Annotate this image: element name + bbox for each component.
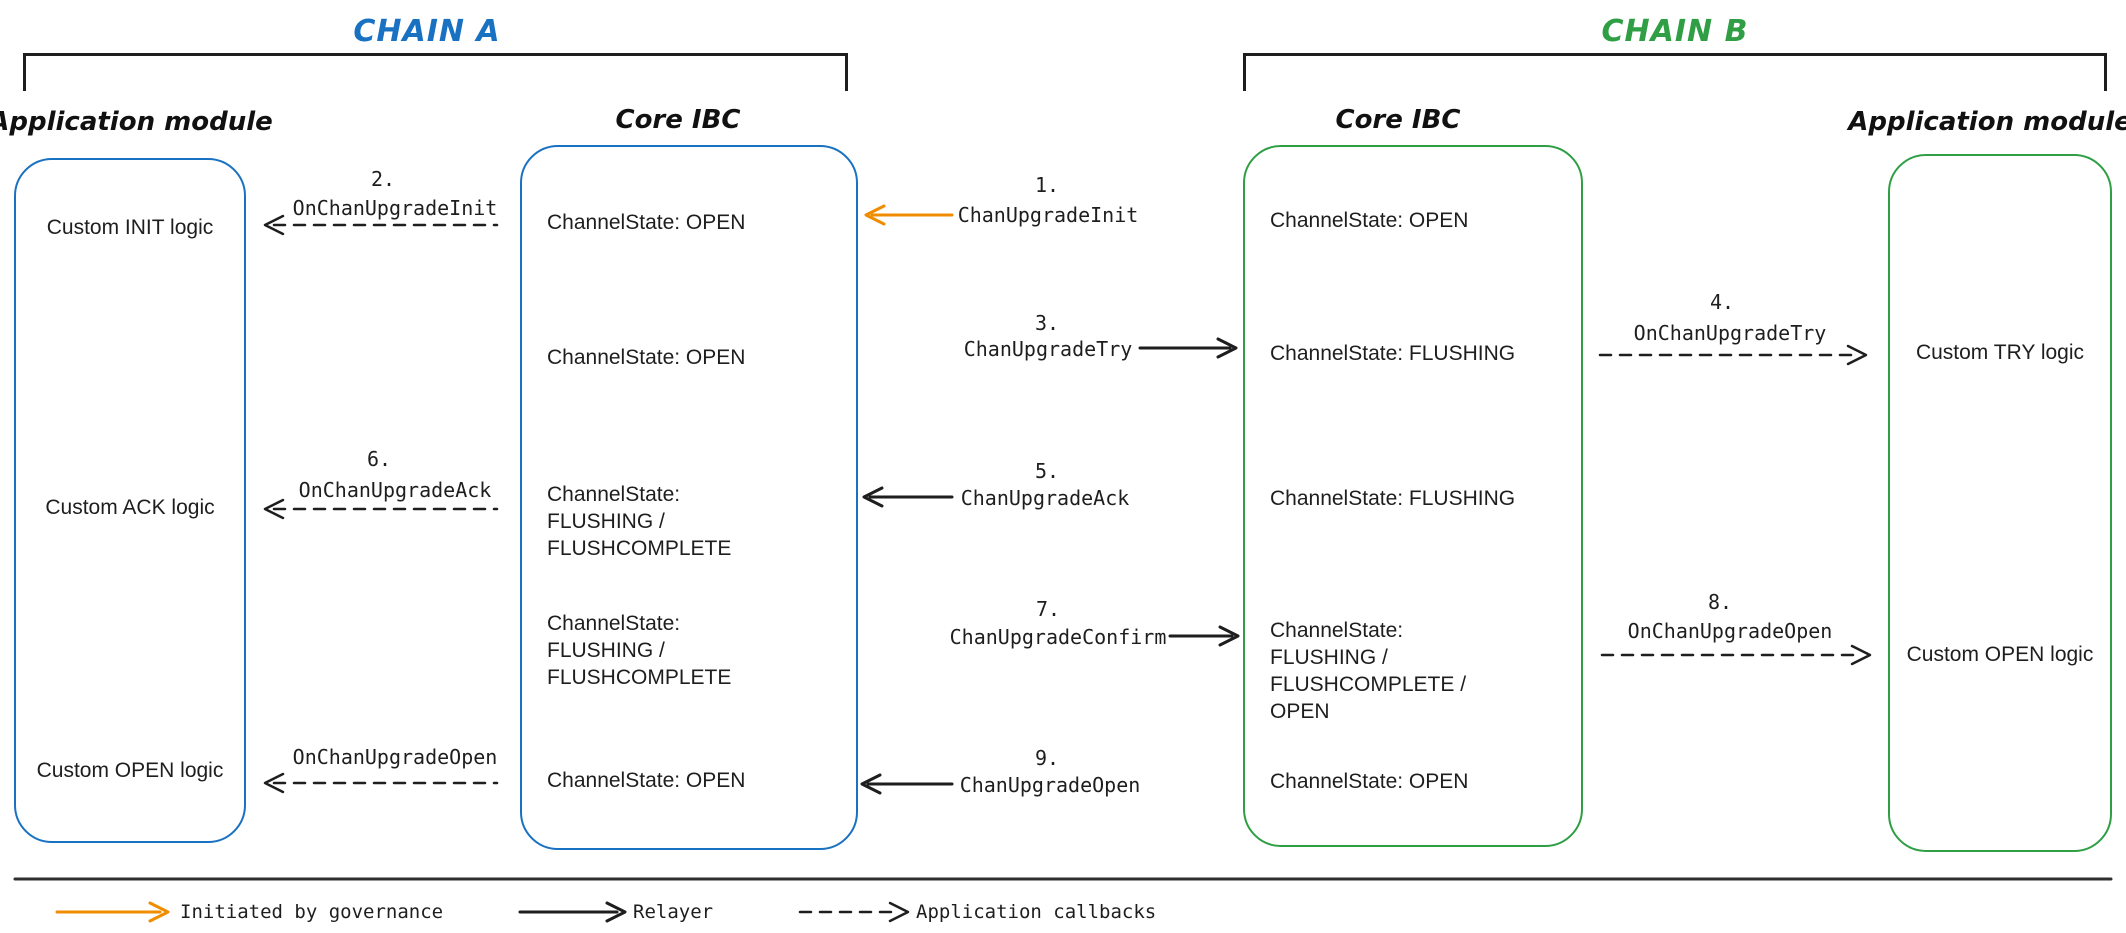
- chain-b-label: CHAIN B: [1601, 14, 1749, 49]
- callback-arrow-on-chan-upgrade-open-b: [1600, 644, 1872, 666]
- msg-3-number: 3.: [1034, 311, 1060, 335]
- app-module-a-label: Application module: [0, 107, 273, 137]
- chain-a-label: CHAIN A: [353, 14, 501, 49]
- msg-2-label: OnChanUpgradeInit: [292, 196, 498, 220]
- msg-6-number: 6.: [366, 447, 392, 471]
- msg-6-label: OnChanUpgradeAck: [298, 478, 492, 502]
- msg-7-number: 7.: [1035, 597, 1061, 621]
- legend-governance-label: Initiated by governance: [180, 901, 444, 923]
- msg-7-label: ChanUpgradeConfirm: [949, 625, 1167, 649]
- msg-2-number: 2.: [370, 167, 396, 191]
- channel-state-a2: ChannelState: OPEN: [547, 346, 746, 369]
- chain-b-bracket: [1243, 53, 2107, 91]
- msg-4-label: OnChanUpgradeTry: [1633, 321, 1827, 345]
- legend-relayer-label: Relayer: [633, 901, 714, 923]
- core-ibc-b-box: ChannelState: OPEN ChannelState: FLUSHIN…: [1243, 145, 1583, 847]
- legend-callbacks-label: Application callbacks: [916, 901, 1157, 923]
- channel-state-a1: ChannelState: OPEN: [547, 211, 746, 234]
- legend-relayer-arrow: [518, 901, 627, 923]
- app-module-b-box: Custom TRY logic Custom OPEN logic: [1888, 154, 2112, 852]
- channel-state-a4: ChannelState: FLUSHING / FLUSHCOMPLETE: [547, 612, 732, 689]
- callback-arrow-on-chan-upgrade-open-a: [263, 772, 499, 794]
- legend-callbacks-arrow: [798, 901, 910, 923]
- app-module-a-box: Custom INIT logic Custom ACK logic Custo…: [14, 158, 246, 843]
- relayer-arrow-chan-upgrade-ack: [862, 486, 954, 508]
- custom-open-logic-a: Custom OPEN logic: [36, 759, 224, 782]
- channel-state-b2: ChannelState: FLUSHING: [1270, 342, 1516, 365]
- msg-9-label: ChanUpgradeOpen: [959, 773, 1141, 797]
- relayer-arrow-chan-upgrade-try: [1138, 337, 1238, 359]
- msg-10-label: OnChanUpgradeOpen: [292, 745, 498, 769]
- custom-try-logic: Custom TRY logic: [1915, 341, 2085, 364]
- channel-state-a3: ChannelState: FLUSHING / FLUSHCOMPLETE: [547, 483, 732, 560]
- relayer-arrow-chan-upgrade-confirm: [1168, 625, 1240, 647]
- core-ibc-a-box: ChannelState: OPEN ChannelState: OPEN Ch…: [520, 145, 858, 850]
- msg-5-label: ChanUpgradeAck: [960, 486, 1130, 510]
- msg-3-label: ChanUpgradeTry: [963, 337, 1133, 361]
- core-ibc-a-label: Core IBC: [615, 105, 741, 135]
- legend-governance-arrow: [55, 901, 170, 923]
- msg-8-label: OnChanUpgradeOpen: [1627, 619, 1833, 643]
- msg-8-number: 8.: [1707, 590, 1733, 614]
- chain-a-bracket: [23, 53, 848, 91]
- custom-init-logic: Custom INIT logic: [46, 216, 214, 239]
- channel-state-b3: ChannelState: FLUSHING: [1270, 487, 1516, 510]
- channel-state-b5: ChannelState: OPEN: [1270, 770, 1469, 793]
- channel-state-b1: ChannelState: OPEN: [1270, 209, 1469, 232]
- app-module-b-label: Application module: [1848, 107, 2126, 137]
- callback-arrow-on-chan-upgrade-try: [1598, 344, 1868, 366]
- custom-open-logic-b: Custom OPEN logic: [1906, 643, 2094, 666]
- msg-5-number: 5.: [1034, 459, 1060, 483]
- core-ibc-b-label: Core IBC: [1335, 105, 1461, 135]
- msg-1-number: 1.: [1034, 173, 1060, 197]
- custom-ack-logic: Custom ACK logic: [45, 496, 215, 519]
- relayer-arrow-chan-upgrade-open: [860, 773, 954, 795]
- channel-state-a5: ChannelState: OPEN: [547, 769, 746, 792]
- governance-arrow-chan-upgrade-init: [864, 204, 954, 226]
- msg-1-label: ChanUpgradeInit: [957, 203, 1139, 227]
- channel-state-b4: ChannelState: FLUSHING / FLUSHCOMPLETE /…: [1270, 619, 1467, 723]
- msg-9-number: 9.: [1034, 746, 1060, 770]
- msg-4-number: 4.: [1709, 290, 1735, 314]
